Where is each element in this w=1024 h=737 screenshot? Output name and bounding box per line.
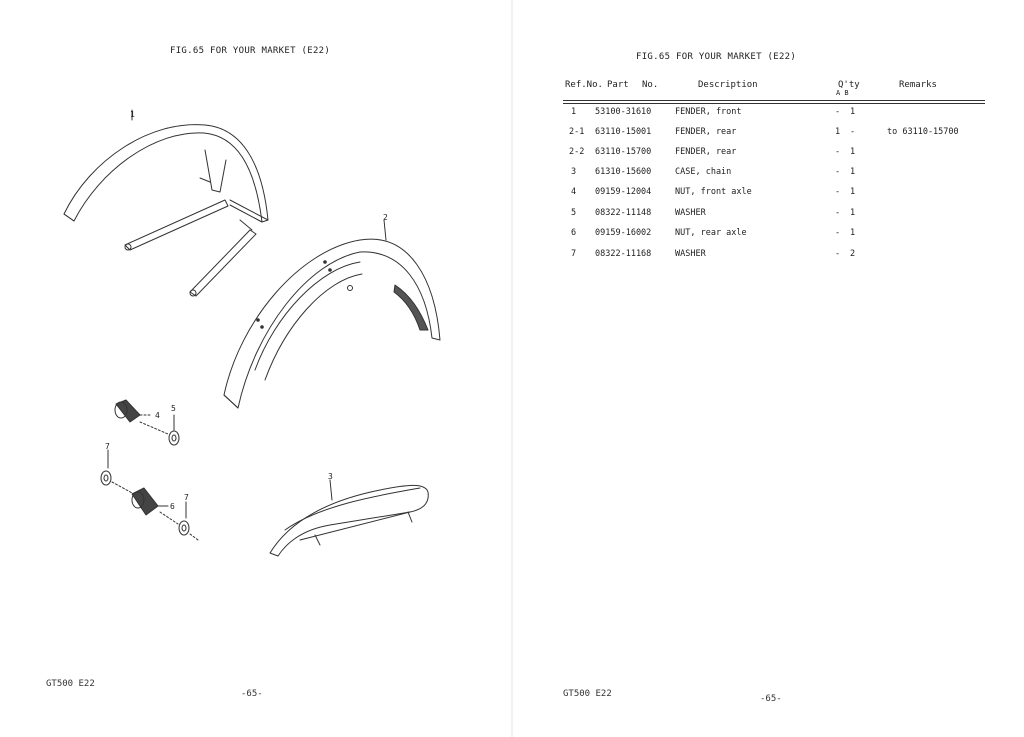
table-row: 5 08322-11148 WASHER - 1 xyxy=(571,208,856,218)
footer-model-right: GT500 E22 xyxy=(563,689,612,699)
header-rule-bottom xyxy=(563,103,985,104)
book-spine xyxy=(511,0,513,737)
callout-5: 5 xyxy=(171,404,176,413)
front-axle-nut-drawing xyxy=(114,399,153,423)
header-description: Description xyxy=(698,80,758,90)
callout-7-upper: 7 xyxy=(105,442,110,451)
fig-title-left: FIG.65 FOR YOUR MARKET (E22) xyxy=(170,46,331,56)
table-row: 4 09159-12004 NUT, front axle - 1 xyxy=(571,187,856,197)
fig-title-right: FIG.65 FOR YOUR MARKET (E22) xyxy=(636,52,797,62)
callout-3: 3 xyxy=(328,472,333,481)
footer-model-left: GT500 E22 xyxy=(46,679,95,689)
front-washer-drawing xyxy=(139,414,180,446)
callout-1: 1 xyxy=(130,110,135,119)
callout-7-lower: 7 xyxy=(184,493,189,502)
header-part: Part xyxy=(607,80,629,90)
header-no: No. xyxy=(642,80,659,90)
table-row: 3 61310-15600 CASE, chain - 1 xyxy=(571,167,856,177)
rear-washer-upper-drawing xyxy=(100,449,135,495)
front-fender-drawing xyxy=(63,109,269,297)
right-page: FIG.65 FOR YOUR MARKET (E22) Ref.No. Par… xyxy=(512,0,1024,737)
callout-4: 4 xyxy=(155,411,160,420)
table-row: 1 53100-31610 FENDER, front - 1 xyxy=(571,107,856,117)
callout-2: 2 xyxy=(383,213,388,222)
callout-6: 6 xyxy=(170,502,175,511)
table-row: 2-2 63110-15700 FENDER, rear - 1 xyxy=(569,147,856,157)
table-row: 6 09159-16002 NUT, rear axle - 1 xyxy=(571,228,856,238)
left-page: FIG.65 FOR YOUR MARKET (E22) xyxy=(46,46,441,699)
header-qty-ab: A B xyxy=(836,89,849,97)
rear-axle-nut-drawing xyxy=(131,487,169,516)
header-remarks: Remarks xyxy=(899,80,937,90)
footer-page-right: -65- xyxy=(760,694,782,704)
rear-washer-lower-drawing xyxy=(159,501,199,541)
rear-fender-drawing xyxy=(223,219,441,409)
table-row: 2-1 63110-15001 FENDER, rear 1 - to 6311… xyxy=(569,127,959,137)
header-rule-top xyxy=(563,100,985,101)
header-ref-no: Ref.No. xyxy=(565,80,603,90)
parts-table-header: Ref.No. Part No. Description Q'ty A B Re… xyxy=(565,78,985,100)
footer-page-left: -65- xyxy=(241,689,263,699)
table-row: 7 08322-11168 WASHER - 2 xyxy=(571,249,856,259)
exploded-parts-diagram: 1 2 3 4 5 6 7 7 xyxy=(63,109,441,557)
chain-case-drawing xyxy=(269,479,429,557)
header-qty: Q'ty xyxy=(838,80,860,90)
